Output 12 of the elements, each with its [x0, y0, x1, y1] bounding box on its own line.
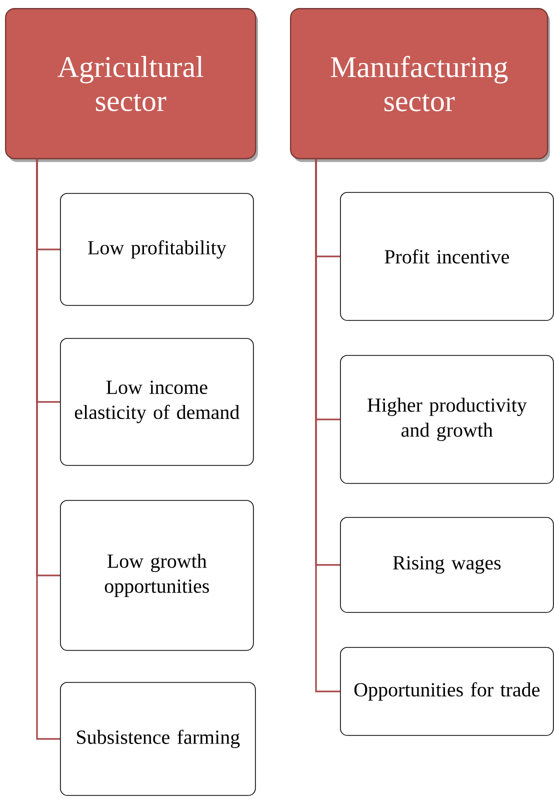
text-box: Subsistence farming	[60, 682, 256, 796]
connector-line	[315, 159, 340, 692]
header-box: Manufacturing sector	[290, 8, 548, 160]
header-box: Agricultural sector	[5, 8, 256, 160]
text-box: Low growth opportunities	[60, 500, 254, 651]
text-box: Rising wages	[340, 517, 554, 613]
text-box: Low income elasticity of demand	[60, 338, 254, 466]
text-box: Opportunities for trade	[340, 647, 554, 736]
text-box: Low profitability	[60, 193, 254, 306]
text-box: Profit incentive	[340, 192, 554, 321]
text-box: Higher productivity and growth	[340, 355, 554, 484]
connector-line	[36, 159, 60, 740]
